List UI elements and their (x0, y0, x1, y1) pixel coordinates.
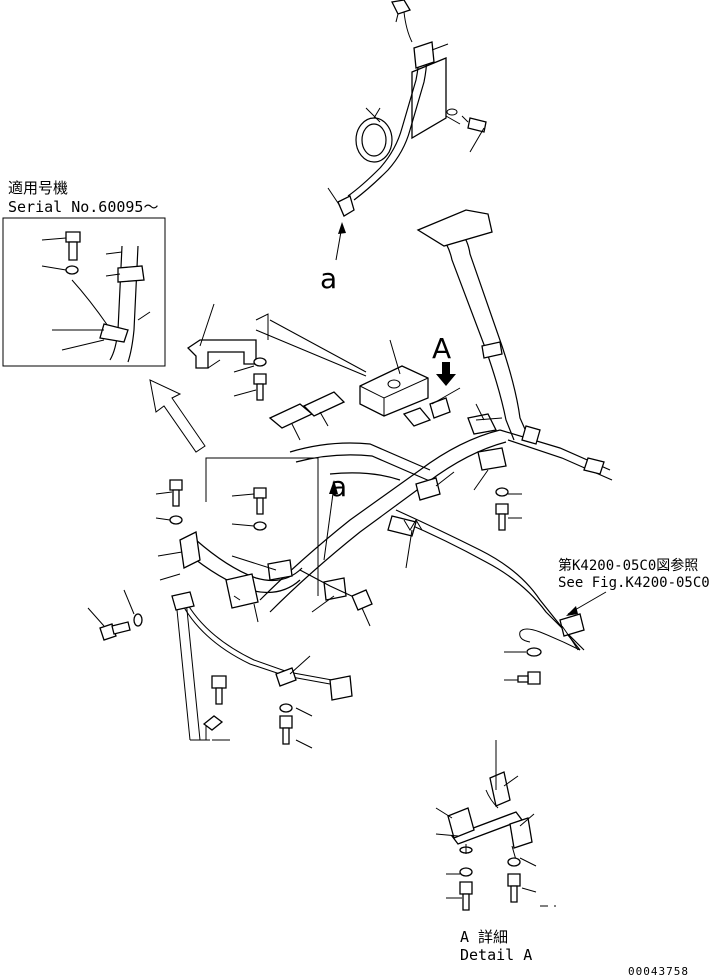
reference-en: See Fig.K4200-05C0 (558, 575, 710, 591)
view-letter-a-top: a (320, 262, 337, 295)
center-box (205, 319, 367, 596)
reference-jp: 第K4200-05C0図参照 (558, 557, 698, 574)
inset-serial-label: Serial No.60095～ (8, 198, 158, 216)
bolt-washers (87, 357, 542, 749)
view-a-label: A (432, 332, 451, 365)
detail-a-en: Detail A (460, 946, 532, 964)
serial-inset (2, 217, 166, 367)
reference-arrow (566, 591, 607, 616)
view-letter-a-mid: a (330, 470, 347, 503)
a-arrow-mid (323, 480, 338, 561)
detail-a-drawing (435, 740, 556, 911)
inset-applicable-jp: 適用号機 (8, 179, 68, 197)
view-a-arrow (436, 362, 456, 386)
inset-pointer-arrow (149, 379, 206, 453)
figure-number: 00043758 (628, 965, 689, 978)
main-harness (171, 209, 613, 741)
main-leaders (157, 303, 503, 741)
top-cable-assembly (327, 0, 487, 261)
detail-a-jp: A 詳細 (460, 928, 508, 946)
